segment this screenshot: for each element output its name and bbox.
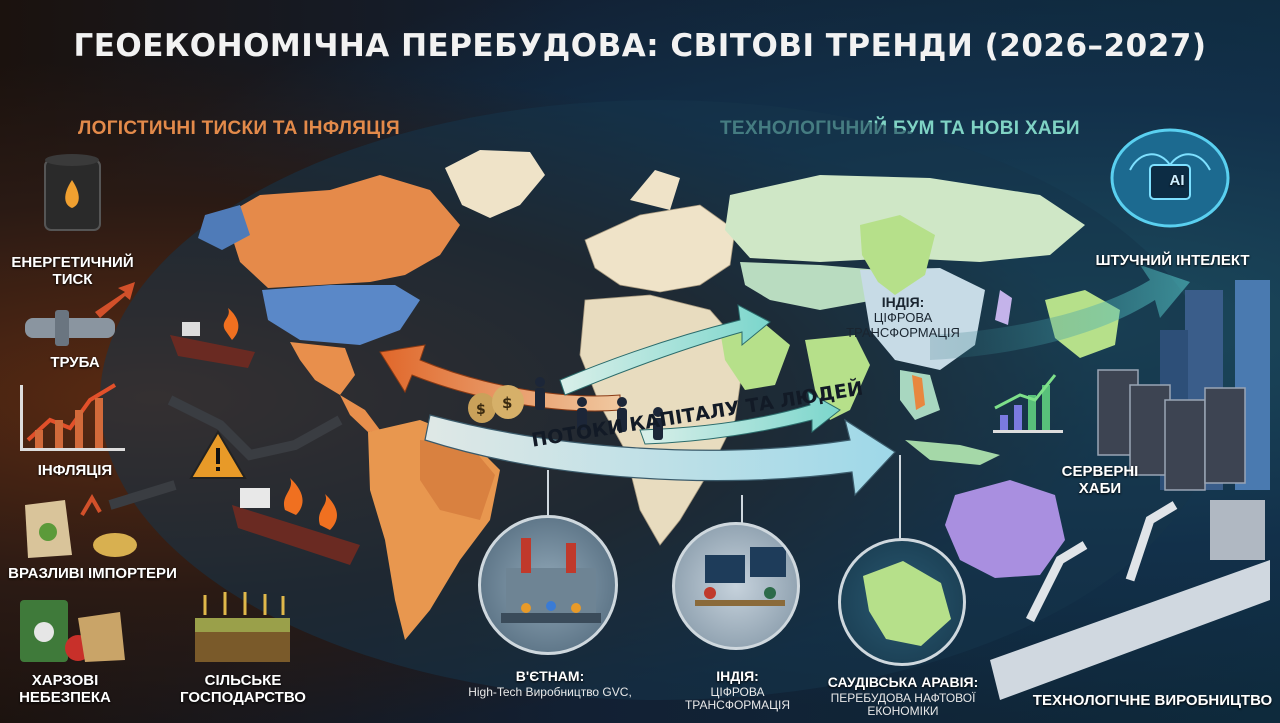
greenland — [445, 150, 545, 218]
north-america-canada — [225, 175, 460, 288]
svg-text:$: $ — [502, 394, 512, 412]
india-map — [805, 335, 870, 420]
oil-barrel-icon — [44, 154, 101, 231]
burning-tanker-ship-1 — [170, 308, 255, 368]
pipe-label: ТРУБА — [50, 354, 100, 371]
india-map-title: ІНДІЯ: — [881, 294, 925, 310]
wheat-field-icon — [195, 592, 290, 662]
india-circle-subtitle: ЦІФРОВА ТРАНСФОРМАЦІЯ — [684, 685, 791, 712]
india-office-circle — [672, 522, 800, 650]
scandinavia — [630, 170, 680, 210]
vietnam-factory-circle — [478, 515, 618, 655]
burning-tanker-ship-2 — [232, 478, 360, 565]
saudi-title: САУДІВСЬКА АРАВІЯ: — [827, 674, 979, 690]
inflation-label: ІНФЛЯЦІЯ — [37, 462, 113, 479]
pipe-icon — [25, 282, 135, 346]
india-map-sub: ЦІФРОВА ТРАНСФОРМАЦІЯ — [846, 310, 960, 340]
subtitle-logistics: ЛОГІСТИЧНІ ТИСКИ ТА ІНФЛЯЦІЯ — [78, 118, 400, 139]
energy-pressure-label: ЕНЕРГЕТИЧНИЙ ТИСК — [11, 254, 134, 288]
brazil — [420, 440, 495, 520]
svg-text:$: $ — [476, 402, 486, 418]
money-bags-icon: $ $ — [468, 385, 524, 423]
saudi-map-circle — [838, 538, 966, 666]
food-danger-label: ХАРЗОВІ НЕБЕЗПЕКА — [19, 672, 111, 706]
orange-flow-arrow — [379, 344, 621, 412]
grain-sack-icon — [25, 494, 137, 558]
importers-label: ВРАЗЛИВІ ІМПОРТЕРИ — [8, 565, 177, 582]
japan — [995, 290, 1012, 325]
teal-flow-arrow-1 — [559, 304, 771, 396]
united-states — [262, 285, 420, 345]
ai-brain-icon — [1110, 128, 1230, 228]
server-hubs-label: СЕРВЕРНІ ХАБИ — [1061, 463, 1139, 497]
robotic-assembly-line-icon — [990, 500, 1270, 700]
mexico — [290, 342, 355, 395]
india-circle-title: ІНДІЯ: — [716, 668, 759, 684]
walking-people-icon — [535, 377, 663, 440]
vietnam-map — [912, 375, 925, 410]
page-title: ГЕОЕКОНОМІЧНА ПЕРЕБУДОВА: СВІТОВІ ТРЕНДИ… — [73, 28, 1207, 64]
ai-chip-label: AI — [1169, 172, 1185, 189]
broken-pipeline — [108, 395, 343, 510]
factory-icon — [501, 538, 601, 623]
capital-flow-arrow — [424, 414, 896, 497]
vietnam-subtitle: High-Tech Виробництво GVC, — [468, 685, 632, 699]
tech-manufacturing-label: ТЕХНОЛОГІЧНЕ ВИРОБНИЦТВО — [1032, 692, 1273, 709]
teal-flow-arrow-2 — [639, 391, 841, 445]
server-racks-icon — [1097, 369, 1246, 491]
indonesia — [905, 440, 1000, 465]
circle-connector-lines — [547, 455, 901, 540]
vietnam-title: В'ЄТНАМ: — [515, 668, 585, 684]
alaska — [198, 205, 250, 250]
australia — [945, 480, 1065, 578]
central-asia — [740, 262, 880, 310]
central-america — [340, 395, 380, 432]
india-map-label: ІНДІЯ: ЦІФРОВА ТРАНСФОРМАЦІЯ — [838, 294, 968, 341]
growth-chart-icon — [993, 374, 1063, 433]
india-inset — [860, 215, 935, 295]
food-basket-icon — [20, 600, 125, 662]
inflation-chart-icon — [20, 383, 125, 451]
agriculture-label: СІЛЬСЬКЕ ГОСПОДАРСТВО — [180, 672, 306, 706]
saudi-subtitle: ПЕРЕБУДОВА НАФТОВОЇ ЕКОНОМІКИ — [830, 691, 976, 718]
warning-icon — [189, 430, 247, 479]
computer-workstation-icon — [695, 547, 786, 606]
saudi-arabia-map — [720, 320, 790, 390]
saudi-shape-icon — [863, 561, 951, 646]
tech-flow-band — [930, 265, 1190, 360]
ai-label: ШТУЧНИЙ ІНТЕЛЕКТ — [1095, 252, 1250, 269]
